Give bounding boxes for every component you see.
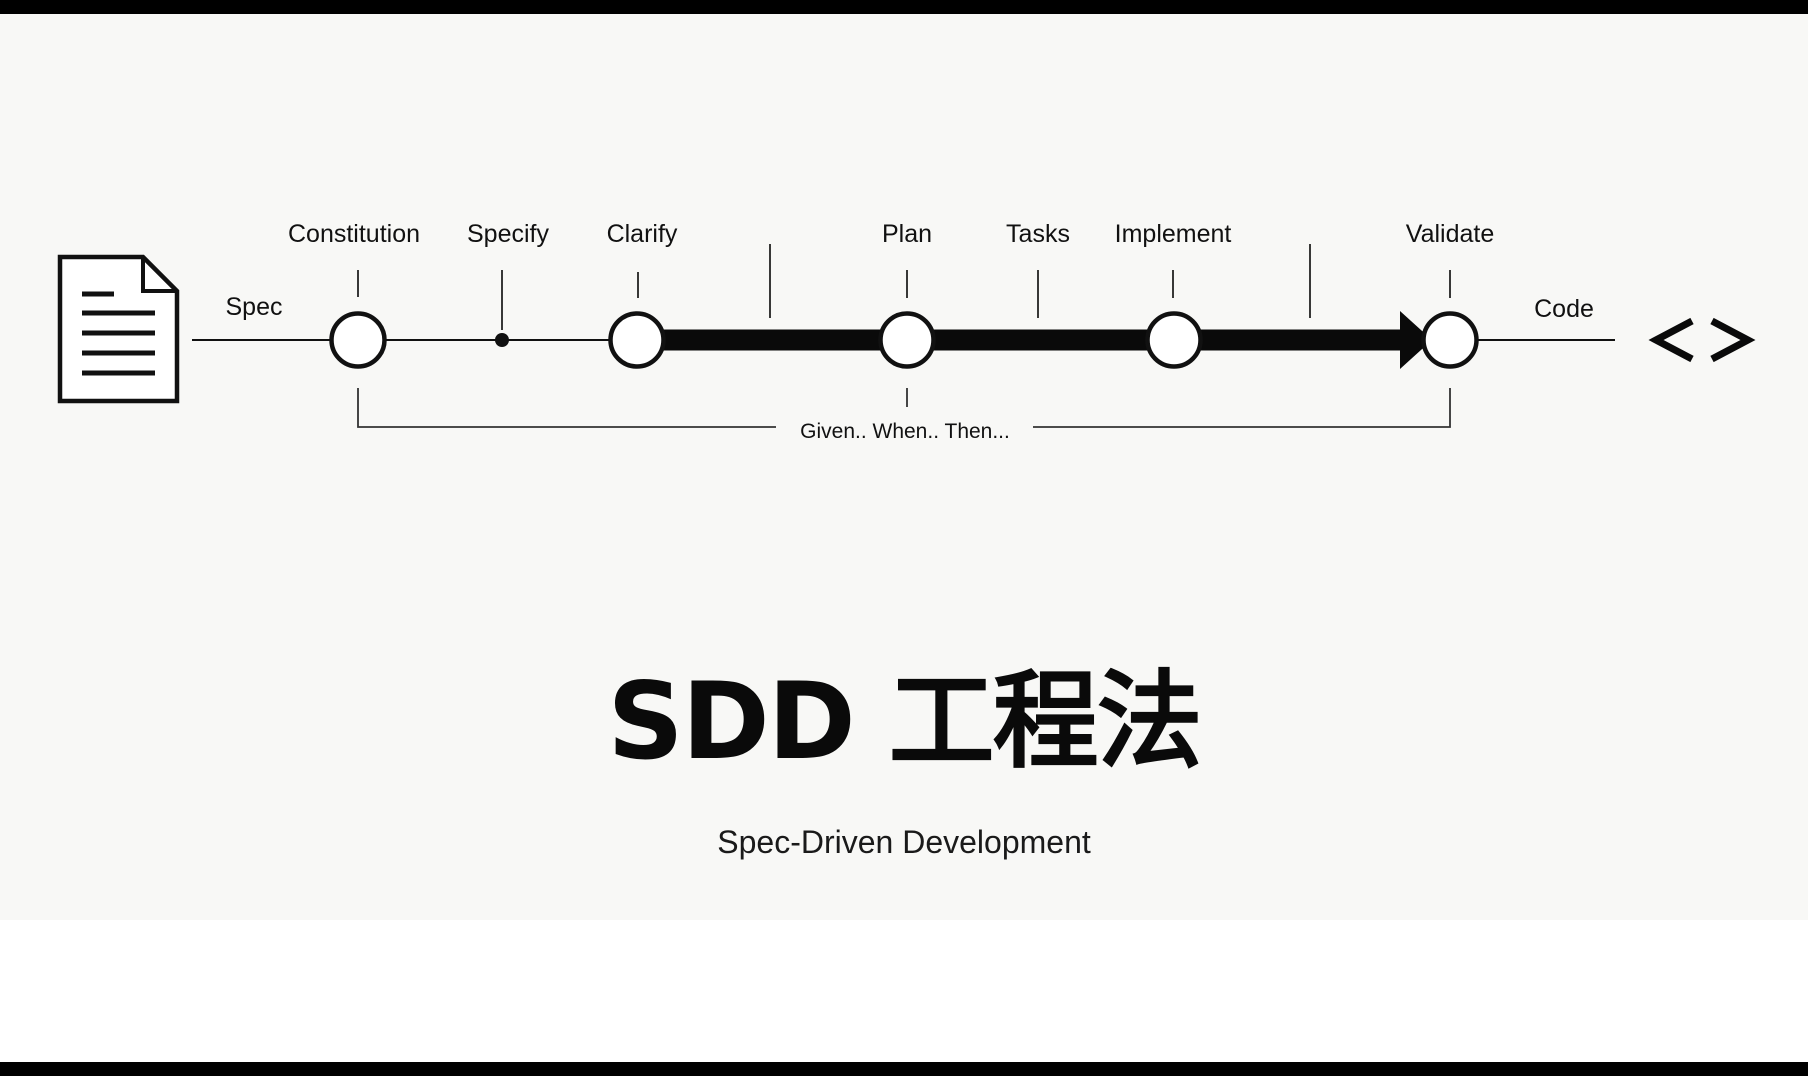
acceptance-bracket [357, 388, 1451, 428]
stage-label-specify: Specify [467, 220, 549, 248]
stage-label-validate: Validate [1406, 220, 1495, 248]
bracket-label: Given.. When.. Then... [800, 420, 1010, 443]
stage-node-implement [1145, 311, 1203, 369]
stage-node-plan [878, 311, 936, 369]
stage-node-clarify [608, 311, 666, 369]
stage-label-constitution: Constitution [288, 220, 420, 248]
stage-label-tasks: Tasks [1006, 220, 1070, 248]
stage-node-validate [1421, 311, 1479, 369]
input-label: Spec [226, 293, 283, 321]
stage-label-clarify: Clarify [607, 220, 678, 248]
stage-node-specify [495, 333, 509, 347]
stage-label-plan: Plan [882, 220, 932, 248]
page-title: SDD 工程法 [607, 660, 1202, 783]
stage-node-constitution [329, 311, 387, 369]
code-brackets-icon [1648, 317, 1756, 363]
stage-label-implement: Implement [1115, 220, 1232, 248]
page-subtitle: Spec-Driven Development [717, 824, 1091, 860]
document-icon [57, 254, 180, 404]
bottom-panel [0, 920, 1808, 1062]
flow-arrowhead [1400, 311, 1432, 369]
output-label: Code [1534, 295, 1594, 323]
top-border [0, 0, 1808, 14]
bottom-border [0, 1062, 1808, 1076]
